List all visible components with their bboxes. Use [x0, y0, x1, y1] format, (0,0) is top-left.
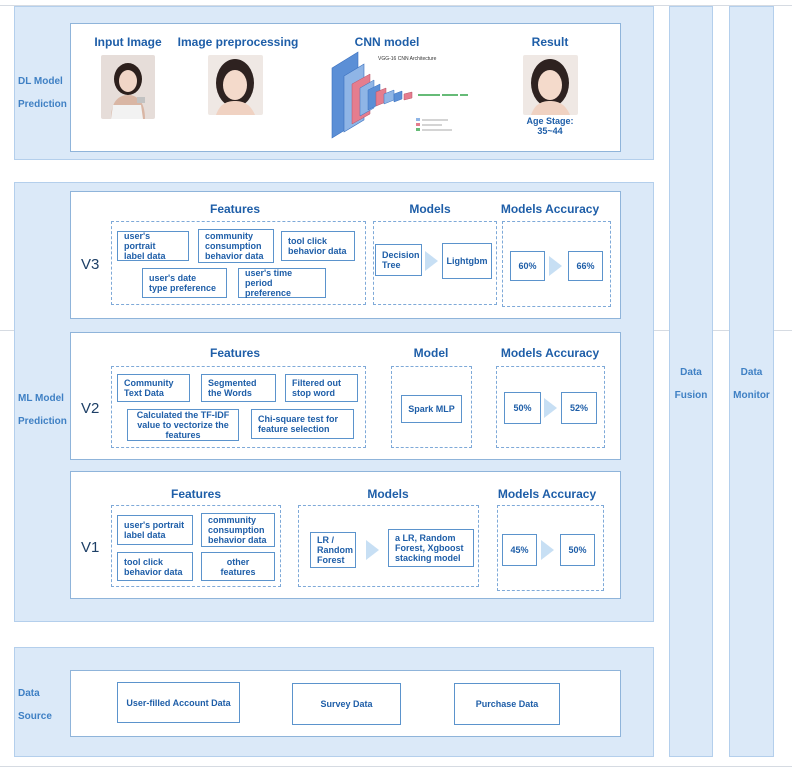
v2-models-group	[391, 366, 472, 448]
data-source-label: Data Source	[18, 688, 52, 722]
v1-accuracy-after: 50%	[560, 534, 595, 566]
v3-accuracy-group	[502, 221, 611, 307]
v2-version-label: V2	[81, 400, 100, 417]
user-filled-account-data-box: User-filled Account Data	[117, 682, 240, 723]
v1-accuracy-arrow-icon	[541, 540, 554, 560]
v1-accuracy-title: Models Accuracy	[497, 487, 597, 501]
v3-accuracy-after: 66%	[568, 251, 603, 281]
v2-models-title: Model	[413, 346, 449, 360]
v1-accuracy-before: 45%	[502, 534, 537, 566]
v3-models-arrow-icon	[425, 251, 438, 271]
v1-accuracy-group	[497, 505, 604, 591]
v3-version-label: V3	[81, 256, 100, 273]
result-title: Result	[531, 35, 569, 49]
purchase-data-box: Purchase Data	[454, 683, 560, 725]
guide-line-top	[0, 5, 792, 6]
v3-features-group	[111, 221, 366, 305]
data-monitor-label: Data Monitor	[733, 367, 770, 401]
v1-feature-other: other features	[201, 552, 275, 581]
v2-accuracy-after: 52%	[561, 392, 597, 424]
survey-data-box: Survey Data	[292, 683, 401, 725]
dl-model-label: DL Model Prediction	[18, 76, 67, 110]
v1-models-arrow-icon	[366, 540, 379, 560]
v1-models-group	[298, 505, 479, 587]
v2-features-title: Features	[209, 346, 261, 360]
v3-accuracy-before: 60%	[510, 251, 545, 281]
cnn-model-title: CNN model	[354, 35, 420, 49]
v3-model-lightgbm: Lightgbm	[442, 243, 492, 279]
v2-features-group	[111, 366, 366, 448]
input-image	[101, 55, 155, 119]
v3-models-group	[373, 221, 497, 305]
data-fusion-label: Data Fusion	[674, 367, 708, 401]
result-image	[523, 55, 578, 115]
v1-version-label: V1	[81, 539, 100, 556]
cnn-caption: VGG-16 CNN Architecture	[378, 56, 437, 62]
cnn-architecture-diagram	[324, 50, 474, 144]
v3-accuracy-arrow-icon	[549, 256, 562, 276]
v3-accuracy-title: Models Accuracy	[500, 202, 600, 216]
data-fusion-column	[669, 6, 713, 757]
v2-accuracy-before: 50%	[504, 392, 541, 424]
age-stage-result: Age Stage: 35~44	[526, 116, 574, 136]
input-image-title: Input Image	[94, 35, 162, 49]
v2-accuracy-group	[496, 366, 605, 448]
v1-models-title: Models	[367, 487, 409, 501]
ml-model-label: ML Model Prediction	[18, 393, 67, 427]
v2-model-spark-mlp: Spark MLP	[401, 395, 462, 423]
v1-features-group	[111, 505, 281, 587]
v2-accuracy-title: Models Accuracy	[500, 346, 600, 360]
v1-features-title: Features	[170, 487, 222, 501]
data-monitor-column	[729, 6, 774, 757]
v3-models-title: Models	[409, 202, 451, 216]
image-preprocessing-title: Image preprocessing	[177, 35, 299, 49]
preprocessed-image	[208, 55, 263, 115]
v3-features-title: Features	[209, 202, 261, 216]
v2-accuracy-arrow-icon	[544, 398, 557, 418]
guide-line-bottom	[0, 766, 792, 767]
